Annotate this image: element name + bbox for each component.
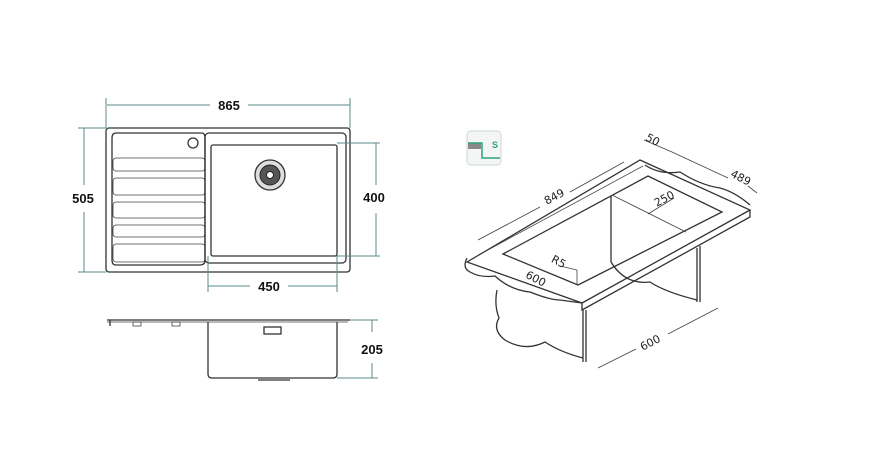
isometric-view: S 849 50 489 250 R5 600 600 [464, 130, 758, 369]
cutout-depth-label: 489 [728, 167, 753, 188]
cutout [501, 175, 724, 286]
side-view: 205 [107, 319, 383, 381]
countertop-edge-left [464, 257, 583, 304]
bowl-height-label: 205 [361, 342, 383, 357]
icon-letter: S [492, 140, 498, 150]
sink-outline [105, 127, 351, 273]
drain [254, 159, 286, 191]
rim-outer [465, 159, 752, 304]
depth-label: 505 [72, 191, 94, 206]
radius-label: R5 [549, 253, 568, 271]
countertop-edge-right [644, 164, 751, 206]
bowl-depth-label: 400 [363, 190, 385, 205]
dim-865: 865 [105, 98, 351, 128]
top-view: 865 505 400 450 [72, 98, 385, 294]
dim-400: 400 [337, 142, 385, 257]
flush-mount-icon: S [466, 130, 502, 166]
dim-205: 205 [337, 319, 383, 379]
drainer-area [111, 132, 206, 266]
bowl [210, 144, 338, 257]
dim-505: 505 [72, 127, 106, 273]
dim-450: 450 [207, 256, 338, 294]
rim-label: 50 [643, 131, 661, 149]
width-label: 865 [218, 98, 240, 113]
cabinet-left [495, 289, 584, 359]
offset-label: 250 [652, 188, 677, 209]
drainer-grooves [112, 157, 206, 263]
overflow [263, 326, 282, 335]
cutout-length-label: 849 [542, 186, 567, 207]
cabinet-width-label: 600 [638, 332, 663, 353]
bowl-width-label: 450 [258, 279, 280, 294]
bowl-profile [207, 322, 338, 379]
bowl-rim [204, 132, 347, 264]
tap-hole [187, 137, 199, 149]
